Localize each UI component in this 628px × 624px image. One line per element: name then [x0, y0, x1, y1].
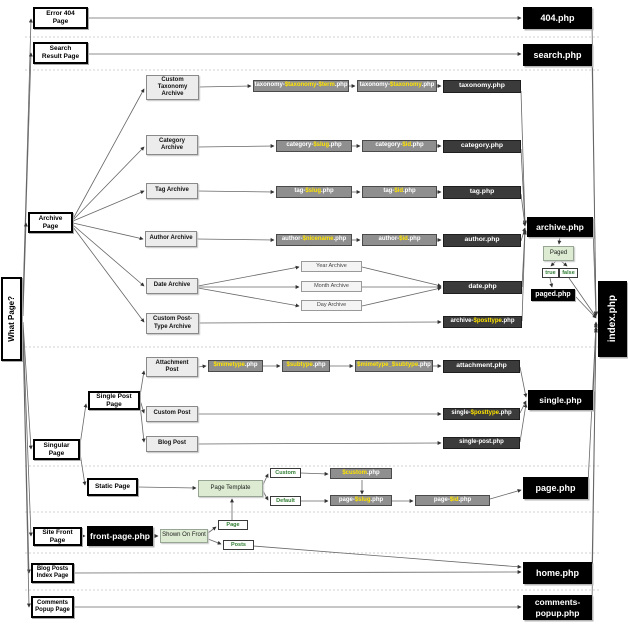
template-category-id: category-$id.php	[362, 140, 437, 152]
template-comments-popup-php: comments- popup.php	[523, 595, 592, 620]
node-custom-taxonomy-archive: Custom Taxonomy Archive	[146, 75, 199, 100]
node-custom-post: Custom Post	[146, 406, 198, 422]
template-page-id: page-$id.php	[415, 495, 490, 506]
template-category-slug: category-$slug.php	[276, 140, 352, 152]
flag-false: false	[559, 268, 578, 278]
template-home-php: home.php	[523, 562, 592, 584]
node-day-archive: Day Archive	[301, 300, 362, 311]
template-index-php: index.php	[598, 281, 627, 357]
template-page-php: page.php	[523, 477, 588, 499]
node-month-archive: Month Archive	[301, 281, 362, 292]
template-taxonomy-php: taxonomy.php	[443, 80, 521, 93]
flag-posts: Posts	[223, 540, 254, 550]
index-php-text: index.php	[606, 295, 618, 343]
node-site-front-page: Site Front Page	[33, 527, 82, 546]
node-search-result-page: Search Result Page	[33, 42, 88, 64]
template-single-post-php: single-post.php	[443, 437, 520, 449]
node-archive-page: Archive Page	[28, 212, 73, 233]
node-comments-popup-page: Comments Popup Page	[31, 596, 74, 618]
flag-true: true	[542, 268, 559, 278]
template-author-php: author.php	[443, 234, 521, 247]
node-attachment-post: Attachment Post	[146, 357, 198, 377]
node-tag-archive: Tag Archive	[146, 183, 198, 199]
template-date-php: date.php	[443, 281, 522, 294]
template-mimetype-subtype: $mimetype_$subtype.php	[355, 360, 433, 372]
decision-paged: Paged	[543, 246, 574, 261]
node-blog-post: Blog Post	[146, 436, 198, 452]
template-404-php: 404.php	[523, 7, 592, 29]
template-taxonomy-taxonomy-term: taxonomy-$taxonomy-$term.php	[253, 80, 349, 92]
template-search-php: search.php	[523, 44, 592, 66]
node-category-archive: Category Archive	[146, 135, 198, 155]
flag-default: Default	[270, 496, 301, 506]
flag-page: Page	[218, 520, 248, 530]
flag-custom: Custom	[270, 468, 301, 478]
template-paged-php: paged.php	[531, 289, 575, 301]
template-tag-slug: tag-$slug.php	[276, 186, 352, 198]
template-category-php: category.php	[443, 140, 521, 153]
node-date-archive: Date Archive	[146, 278, 198, 294]
template-page-slug: page-$slug.php	[330, 495, 392, 506]
template-author-nicename: author-$nicename.php	[276, 234, 352, 246]
template-taxonomy-taxonomy: taxonomy-$taxonomy.php	[357, 80, 437, 92]
template-custom-php: $custom.php	[330, 468, 392, 479]
what-page-label: What Page?	[1, 277, 22, 361]
decision-page-template: Page Template	[198, 480, 263, 497]
node-author-archive: Author Archive	[145, 231, 197, 247]
node-blog-posts-index-page: Blog Posts Index Page	[31, 563, 74, 583]
template-tag-php: tag.php	[443, 186, 521, 199]
template-archive-posttype: archive-$posttype.php	[443, 316, 522, 328]
node-single-post-page: Single Post Page	[88, 391, 140, 410]
template-single-posttype: single-$posttype.php	[443, 408, 520, 420]
template-subtype: $subtype.php	[282, 360, 330, 372]
node-error-404-page: Error 404 Page	[33, 7, 88, 29]
node-year-archive: Year Archive	[301, 261, 362, 272]
template-single-php: single.php	[528, 390, 593, 410]
template-mimetype: $mimetype.php	[208, 360, 263, 372]
template-attachment-php: attachment.php	[443, 360, 520, 373]
template-tag-id: tag-$id.php	[362, 186, 437, 198]
template-author-id: author-$id.php	[362, 234, 437, 246]
node-singular-page: Singular Page	[33, 439, 80, 460]
what-page-text: What Page?	[6, 296, 16, 342]
template-archive-php: archive.php	[527, 217, 593, 237]
decision-shown-on-front: Shown On Front	[160, 529, 208, 543]
node-static-page: Static Page	[87, 478, 138, 496]
template-front-page-php: front-page.php	[87, 526, 153, 546]
node-custom-posttype-archive: Custom Post- Type Archive	[146, 313, 199, 334]
